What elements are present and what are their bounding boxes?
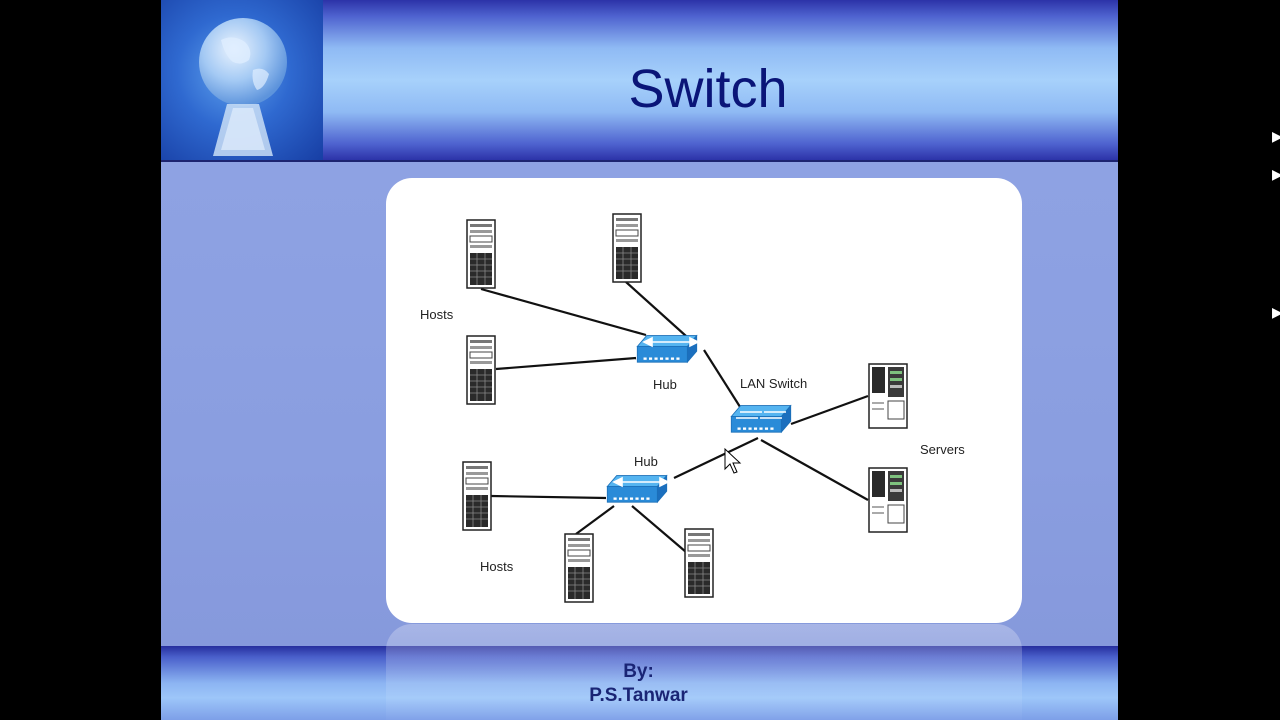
right-edge-arrow-icon: ▶ — [1272, 166, 1280, 182]
link-host-to-hub-top — [495, 356, 637, 371]
link-host-to-hub-top — [480, 287, 647, 337]
right-edge-arrow-icon: ▶ — [1272, 304, 1280, 320]
hub-bottom-label: Hub — [634, 454, 658, 469]
hosts-top-label: Hosts — [420, 307, 454, 322]
link-switch-to-hub-bottom — [673, 437, 759, 479]
network-links — [480, 281, 869, 553]
lan-switch-icon — [730, 405, 792, 433]
host-computer-icon — [466, 219, 496, 289]
hub-bottom-icon — [606, 475, 668, 503]
hosts-bottom-label: Hosts — [480, 559, 514, 574]
author-name: P.S.Tanwar — [589, 685, 688, 706]
link-hub-bottom-to-host — [575, 505, 615, 535]
host-computer-icon — [462, 461, 492, 531]
header-separator — [161, 160, 1118, 162]
hub-top-icon — [636, 335, 698, 363]
lan-switch-label: LAN Switch — [740, 376, 807, 391]
link-switch-to-server — [760, 439, 869, 501]
host-computer-icon — [466, 335, 496, 405]
globe-trophy-icon — [199, 18, 287, 156]
slide: Switch — [161, 0, 1118, 720]
diagram-reflection — [386, 624, 1022, 720]
right-edge-arrow-icon: ▶ — [1272, 128, 1280, 144]
author-by-label: By: — [623, 661, 654, 682]
slide-footer — [161, 646, 1118, 720]
network-diagram: Hosts Hub LAN Switch Hub Servers Hosts — [420, 213, 965, 603]
slide-title: Switch — [628, 59, 788, 119]
globe-logo-panel — [161, 0, 323, 160]
link-hub-bottom-to-host — [631, 505, 687, 553]
host-computer-icon — [684, 528, 714, 598]
link-switch-to-server — [790, 394, 869, 426]
author-credit: By: P.S.Tanwar — [561, 660, 716, 708]
server-icon — [868, 467, 908, 533]
device-arrows — [612, 336, 786, 488]
hub-top-label: Hub — [653, 377, 677, 392]
mouse-cursor-icon — [724, 447, 742, 474]
host-computer-icon — [564, 533, 594, 603]
network-diagram-card: Hosts Hub LAN Switch Hub Servers Hosts — [386, 178, 1022, 623]
link-host-to-hub-bottom — [490, 494, 607, 500]
host-computer-icon — [612, 213, 642, 283]
servers-label: Servers — [920, 442, 965, 457]
server-icon — [868, 363, 908, 429]
link-host-to-hub-top — [625, 281, 687, 337]
link-hub-top-to-switch — [703, 349, 743, 411]
